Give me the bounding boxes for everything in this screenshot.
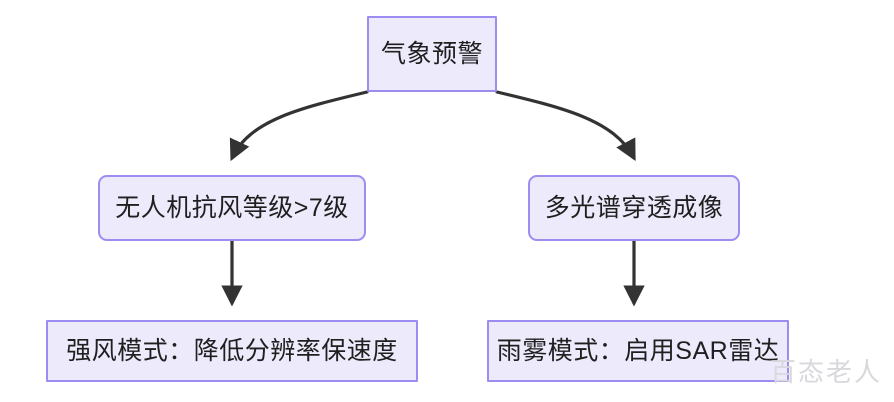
node-rain-fog-mode-label: 雨雾模式：启用SAR雷达 bbox=[496, 336, 780, 365]
node-multispectral-imaging[interactable]: 多光谱穿透成像 bbox=[528, 175, 740, 241]
edge-root-to-wind-level bbox=[229, 90, 369, 162]
node-wind-resistance-level-label: 无人机抗风等级>7级 bbox=[115, 193, 349, 222]
node-weather-warning-label: 气象预警 bbox=[380, 39, 483, 68]
node-strong-wind-mode[interactable]: 强风模式：降低分辨率保速度 bbox=[46, 320, 418, 382]
node-strong-wind-mode-label: 强风模式：降低分辨率保速度 bbox=[66, 336, 398, 365]
node-rain-fog-mode[interactable]: 雨雾模式：启用SAR雷达 bbox=[487, 320, 789, 382]
watermark: 百态老人 bbox=[770, 358, 883, 387]
edge-root-to-multispectral bbox=[495, 90, 636, 162]
node-wind-resistance-level[interactable]: 无人机抗风等级>7级 bbox=[98, 175, 366, 241]
node-weather-warning[interactable]: 气象预警 bbox=[367, 16, 497, 92]
node-multispectral-imaging-label: 多光谱穿透成像 bbox=[544, 193, 724, 222]
